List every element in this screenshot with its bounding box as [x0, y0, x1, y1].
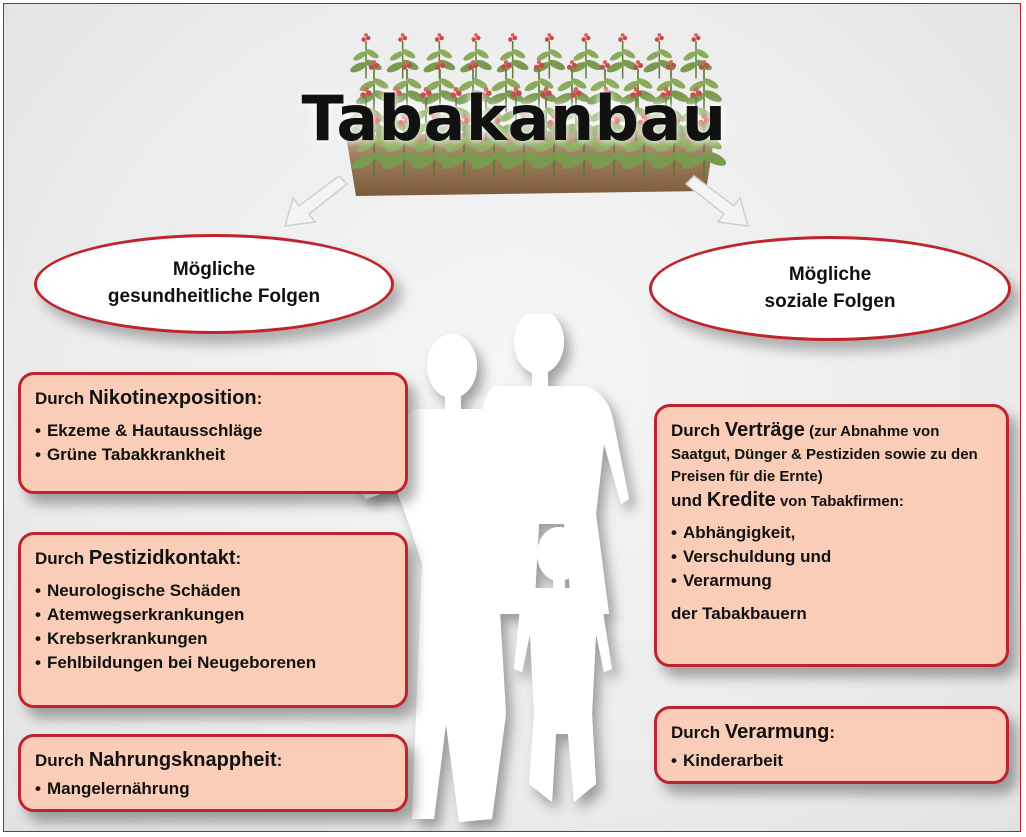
- list-item: Abhängigkeit,: [671, 521, 992, 545]
- health-effects-oval: Mögliche gesundheitliche Folgen: [34, 234, 394, 334]
- list-item: Ekzeme & Hautausschläge: [35, 419, 391, 443]
- tobacco-plant: [441, 113, 487, 178]
- tobacco-plant: [606, 33, 639, 79]
- tobacco-field-illustration: [345, 33, 726, 196]
- tobacco-plant: [675, 87, 717, 145]
- health-oval-text: Mögliche gesundheitliche Folgen: [107, 259, 321, 307]
- list-item: Kinderarbeit: [671, 749, 992, 773]
- tobacco-plant: [411, 113, 457, 178]
- arrow-right-icon: [684, 175, 750, 227]
- effects-list: Kinderarbeit: [671, 749, 992, 773]
- social-box-poverty: Durch Verarmung: Kinderarbeit: [654, 706, 1009, 784]
- tobacco-plant: [501, 113, 547, 178]
- health-box-nicotine: Durch Nikotinexposition: Ekzeme & Hautau…: [18, 372, 408, 494]
- tobacco-plant: [643, 33, 676, 79]
- tobacco-plant: [681, 113, 726, 178]
- list-item: Atemwegserkrankungen: [35, 603, 391, 627]
- tobacco-plant: [533, 33, 566, 79]
- tobacco-plant: [585, 87, 627, 145]
- health-box-pesticide: Durch Pestizidkontakt: Neurologische Sch…: [18, 532, 408, 708]
- tobacco-plant: [525, 87, 567, 145]
- tobacco-plant: [554, 60, 590, 112]
- tobacco-plant: [645, 87, 687, 145]
- health-box-food-shortage: Durch Nahrungsknappheit: Mangelernährung: [18, 734, 408, 812]
- tobacco-plant: [386, 33, 419, 79]
- box-heading: Durch Verträge (zur Abnahme von Saatgut,…: [671, 419, 978, 512]
- list-item: Verarmung: [671, 569, 992, 593]
- tobacco-plant: [389, 60, 425, 112]
- tobacco-plant: [496, 33, 529, 79]
- box-heading: Durch Nahrungsknappheit:: [35, 749, 283, 771]
- tobacco-plant: [350, 33, 382, 79]
- tobacco-plant: [653, 60, 689, 112]
- arrow-left-icon: [283, 175, 349, 227]
- family-silhouette: [354, 314, 629, 822]
- box-heading: Durch Pestizidkontakt:: [35, 547, 242, 569]
- tobacco-plant: [381, 113, 427, 178]
- tobacco-plant: [488, 60, 524, 112]
- tobacco-plant: [591, 113, 637, 178]
- tobacco-plant: [686, 60, 722, 112]
- box-footer: der Tabakbauern: [671, 603, 807, 623]
- list-item: Mangelernährung: [35, 777, 391, 801]
- social-effects-oval: Mögliche soziale Folgen: [649, 236, 1011, 341]
- tobacco-plant: [621, 113, 667, 178]
- tobacco-plant: [680, 33, 712, 79]
- social-box-contracts: Durch Verträge (zur Abnahme von Saatgut,…: [654, 404, 1009, 667]
- effects-list: Mangelernährung: [35, 777, 391, 801]
- effects-list: Ekzeme & Hautausschläge Grüne Tabakkrank…: [35, 419, 391, 467]
- effects-list: Abhängigkeit, Verschuldung und Verarmung: [671, 521, 992, 593]
- list-item: Grüne Tabakkrankheit: [35, 443, 391, 467]
- tobacco-plant: [460, 33, 492, 79]
- box-heading: Durch Nikotinexposition:: [35, 387, 263, 409]
- box-heading: Durch Verarmung:: [671, 721, 835, 743]
- infographic-frame: Tabakanbau Mögliche gesundheitliche Folg…: [3, 3, 1021, 832]
- tobacco-plant: [570, 33, 602, 79]
- list-item: Krebserkrankungen: [35, 627, 391, 651]
- effects-list: Neurologische Schäden Atemwegserkrankung…: [35, 579, 391, 676]
- tobacco-plant: [351, 113, 397, 178]
- list-item: Fehlbildungen bei Neugeborenen: [35, 651, 391, 675]
- list-item: Neurologische Schäden: [35, 579, 391, 603]
- list-item: Verschuldung und: [671, 545, 992, 569]
- social-oval-text: Mögliche soziale Folgen: [764, 263, 896, 312]
- page-title: Tabakanbau: [301, 82, 727, 155]
